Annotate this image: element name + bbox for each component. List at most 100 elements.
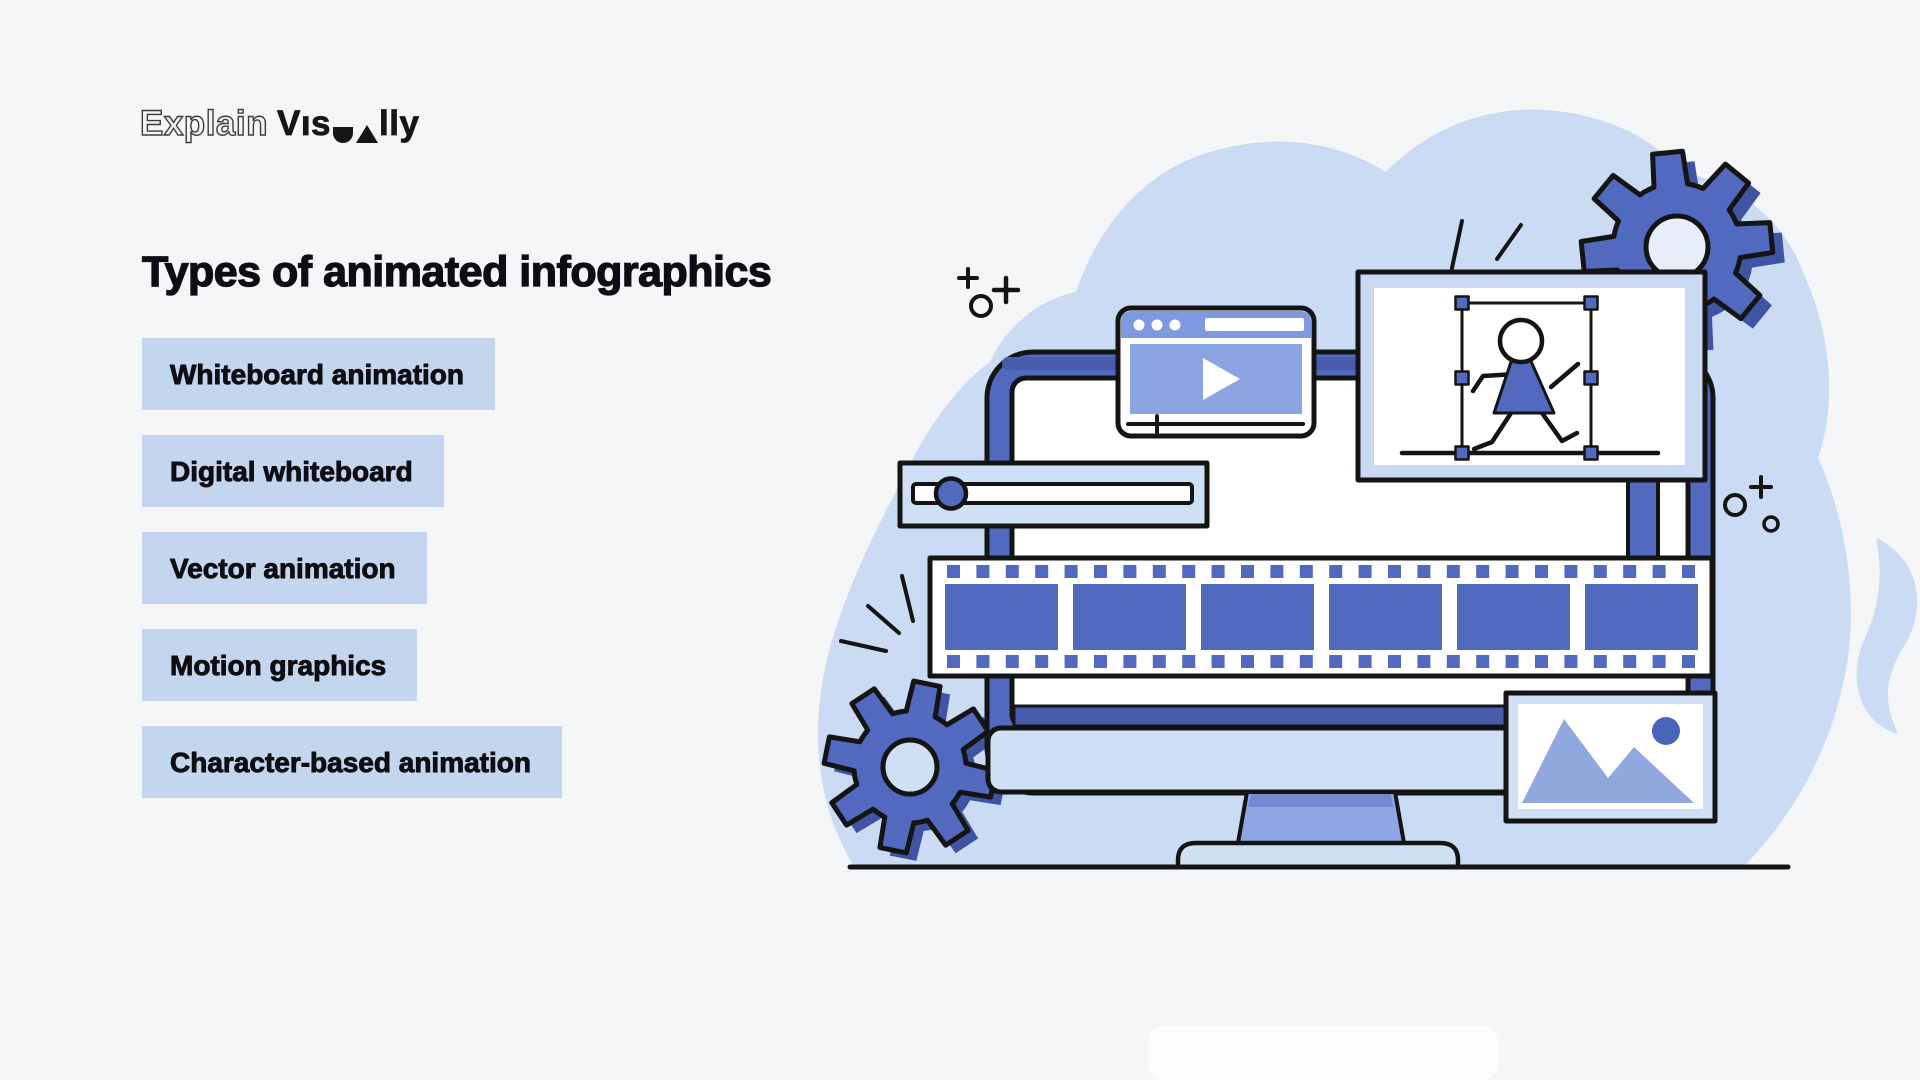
film-detail	[1623, 655, 1637, 668]
film-detail	[1064, 565, 1078, 578]
list-item-highlight: Digital whiteboard	[142, 435, 444, 507]
burst-line	[866, 604, 901, 635]
burst-lines-top	[1450, 219, 1523, 270]
slider-icon	[897, 460, 1210, 529]
selection-handle	[1583, 295, 1599, 311]
film-detail	[1388, 655, 1401, 668]
selection-handle	[1454, 295, 1470, 311]
selection-handle	[1583, 445, 1599, 461]
figure-arm-left	[1470, 371, 1519, 394]
film-detail	[1241, 655, 1254, 668]
selection-handle	[1454, 370, 1470, 386]
film-detail	[1417, 655, 1431, 668]
film-detail	[1299, 565, 1313, 578]
film-detail	[1152, 655, 1166, 668]
sparkle-icon-left	[957, 267, 1021, 318]
frame-connector	[1626, 476, 1660, 562]
figure-leg-left	[1471, 410, 1514, 452]
logo-u-glyph	[333, 127, 354, 143]
film-detail	[1457, 584, 1570, 650]
film-detail	[947, 565, 960, 578]
film-detail	[1182, 565, 1196, 578]
selection-handle	[1583, 370, 1599, 386]
film-detail	[1476, 655, 1490, 668]
window-dot	[1133, 319, 1145, 331]
list-item-highlight: Character-based animation	[142, 726, 562, 798]
list-item-highlight: Whiteboard animation	[142, 338, 495, 410]
film-strip-body	[927, 555, 1715, 679]
logo-word-explain: Explain	[139, 103, 268, 143]
film-detail	[1035, 565, 1049, 578]
film-detail	[1505, 655, 1519, 668]
image-placeholder-icon	[1503, 690, 1718, 824]
film-detail	[1535, 565, 1548, 578]
taskbar-remnant	[1148, 1026, 1498, 1080]
film-detail	[1417, 565, 1431, 578]
film-detail	[1201, 584, 1314, 650]
circle-dot	[1762, 515, 1780, 533]
list-item-highlight: Motion graphics	[142, 629, 418, 701]
film-detail	[1005, 565, 1019, 578]
film-detail	[1446, 655, 1460, 668]
film-detail	[1211, 655, 1225, 668]
slider-knob	[933, 476, 969, 511]
film-detail	[1270, 655, 1284, 668]
monitor-base	[1175, 840, 1461, 870]
figure-leg-right	[1539, 410, 1580, 444]
film-detail	[1585, 584, 1698, 650]
burst-line	[1450, 219, 1464, 270]
logo-a-glyph	[356, 125, 379, 143]
film-detail	[1388, 565, 1401, 578]
film-detail	[1358, 565, 1372, 578]
burst-line	[1495, 223, 1523, 261]
film-detail	[1005, 655, 1019, 668]
film-detail	[1652, 655, 1666, 668]
gear-hole	[1643, 213, 1711, 281]
film-detail	[1505, 565, 1519, 578]
film-detail	[1094, 655, 1107, 668]
sparkle-icon-right	[1723, 475, 1780, 533]
film-detail	[1623, 565, 1637, 578]
monitor-stand-accent	[1248, 794, 1393, 807]
gear-icon-bottom-left	[821, 678, 1006, 861]
film-detail	[1329, 655, 1343, 668]
film-detail	[1446, 565, 1460, 578]
browser-window-icon	[1115, 305, 1317, 439]
film-detail	[1564, 565, 1578, 578]
play-icon	[1203, 358, 1240, 400]
sun-icon	[1652, 717, 1680, 745]
film-detail	[1270, 565, 1284, 578]
film-detail	[947, 655, 960, 668]
film-detail	[1652, 565, 1666, 578]
film-detail	[1094, 565, 1107, 578]
burst-lines-left	[839, 574, 915, 653]
film-detail	[1211, 565, 1225, 578]
circle-dot	[969, 294, 993, 318]
animation-type-list: Whiteboard animation Digital whiteboard …	[142, 338, 562, 823]
figure-arm-right	[1548, 361, 1581, 390]
window-dot	[1151, 319, 1163, 331]
film-detail	[1535, 655, 1548, 668]
film-detail	[1299, 655, 1313, 668]
background-squiggle	[1856, 538, 1918, 734]
film-detail	[1564, 655, 1578, 668]
film-detail	[1241, 565, 1254, 578]
stick-figure	[1470, 317, 1581, 452]
address-bar	[1205, 318, 1304, 331]
list-item-highlight: Vector animation	[142, 532, 427, 604]
film-detail	[976, 565, 990, 578]
selection-handles	[1454, 295, 1599, 461]
mountain-icon	[1522, 719, 1694, 803]
film-detail	[1682, 655, 1695, 668]
film-detail	[1358, 655, 1372, 668]
character-selection-icon	[1355, 269, 1708, 483]
film-detail	[1182, 655, 1196, 668]
window-dot	[1169, 319, 1181, 331]
page-title: Types of animated infographics	[141, 247, 772, 296]
circle-dot	[1723, 493, 1747, 517]
film-frames	[945, 584, 1698, 650]
